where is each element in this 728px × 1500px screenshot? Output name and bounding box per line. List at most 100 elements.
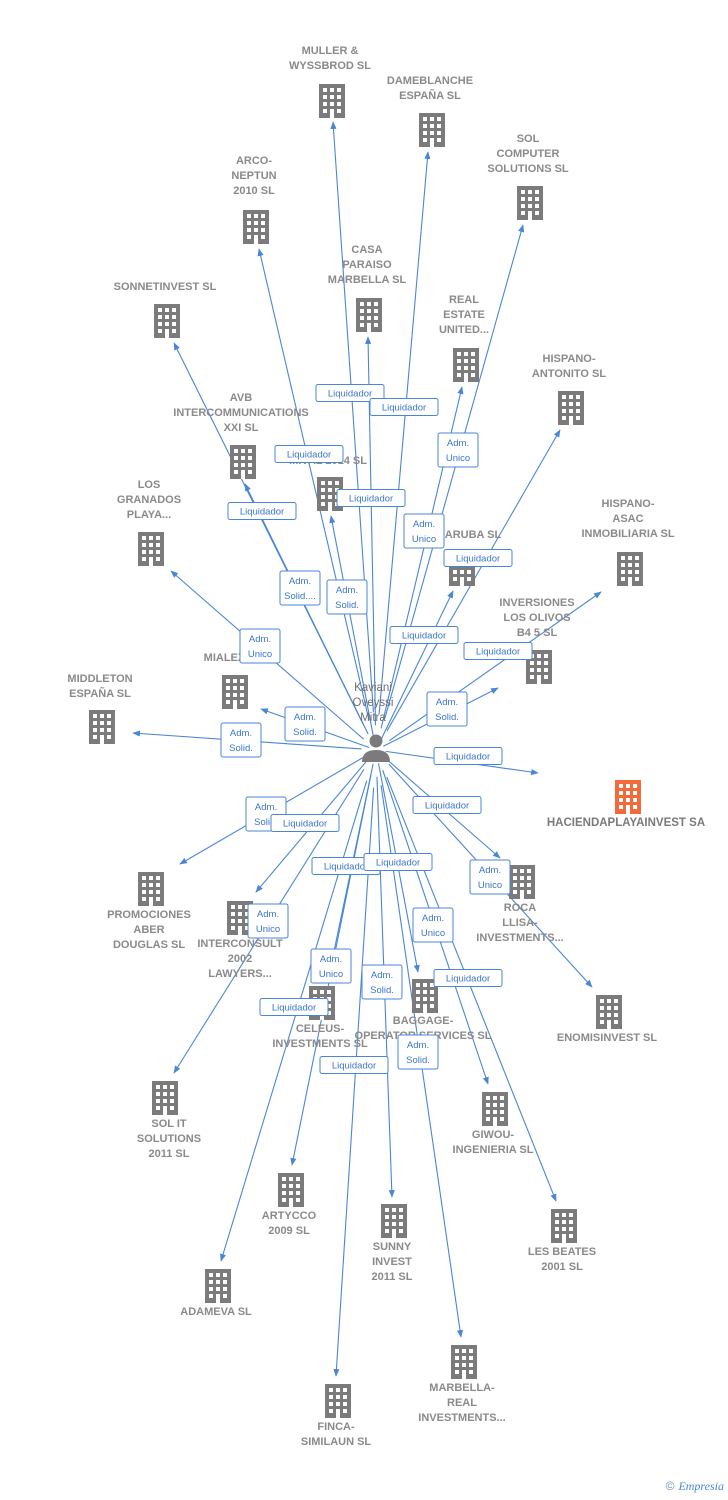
node-label: HACIENDAPLAYAINVEST SA xyxy=(547,817,705,829)
relation-badge-adameva[interactable]: Liquidador xyxy=(259,998,329,1016)
relation-badge-sunny[interactable]: Adm. Solid. xyxy=(361,964,403,1000)
relation-badge-middleton[interactable]: Adm.Solid. xyxy=(220,722,262,758)
badges-layer: LiquidadorLiquidadorLiquidadorLiquidador… xyxy=(220,384,533,1074)
badge-label: Solid. xyxy=(254,817,278,828)
company-node-enomisinvest[interactable]: ENOMISINVEST SL xyxy=(557,995,658,1044)
company-node-marbella-real[interactable]: MARBELLA-REALINVESTMENTS... xyxy=(418,1345,506,1424)
relation-badge-finca[interactable]: Liquidador xyxy=(319,1056,389,1074)
relation-badge-hispano-asac[interactable]: Liquidador xyxy=(463,642,533,660)
badge-label: Adm. xyxy=(422,913,444,924)
relation-badge-artycco[interactable]: Adm.Unico xyxy=(310,948,352,984)
node-label: BAGGAGE- xyxy=(393,1015,454,1027)
company-node-interconsult[interactable]: INTERCONSULT2002LAWYERS... xyxy=(197,901,283,980)
relation-badge-enomisinvest[interactable]: Adm.Unico xyxy=(469,859,511,895)
company-node-sonnetinvest[interactable]: SONNETINVEST SL xyxy=(114,281,217,338)
relation-badge-interconsult[interactable]: Liquidador xyxy=(270,814,340,832)
node-label: INTERCONSULT xyxy=(197,938,283,950)
relation-badge-giwou[interactable]: Adm.Unico xyxy=(412,907,454,943)
node-label: ASAC xyxy=(612,513,643,525)
footer-brand[interactable]: ©Empresia xyxy=(666,1479,724,1494)
relation-badge-los-granados[interactable]: Adm.Unico xyxy=(239,628,281,664)
relation-badge-marbella-real[interactable]: Adm.Solid. xyxy=(397,1034,439,1070)
relation-badge-hispano-antonito[interactable]: Liquidador xyxy=(443,549,513,567)
relation-badge-mialex[interactable]: Adm.Solid. xyxy=(284,706,326,742)
building-icon xyxy=(451,1345,477,1379)
focus-company-node[interactable]: HACIENDAPLAYAINVEST SA xyxy=(547,780,705,829)
company-node-los-granados[interactable]: LOSGRANADOSPLAYA... xyxy=(117,479,181,566)
relation-badge-dameblanche[interactable]: Liquidador xyxy=(369,398,439,416)
company-node-muller[interactable]: MULLER &WYSSBROD SL xyxy=(289,45,371,118)
company-node-celeus[interactable]: CELEUS-INVESTMENTS SL xyxy=(272,986,368,1050)
node-label: MULLER & xyxy=(302,45,359,57)
relation-badge-sol-computer[interactable]: Adm.Unico xyxy=(437,432,479,468)
node-label: B4 5 SL xyxy=(517,627,558,639)
company-node-hispano-antonito[interactable]: HISPANO-ANTONITO SL xyxy=(532,353,606,425)
node-label: SONNETINVEST SL xyxy=(114,281,217,293)
node-label: REAL xyxy=(449,294,479,306)
badge-label: Liquidador xyxy=(324,862,368,873)
node-label: DOUGLAS SL xyxy=(113,939,185,951)
edge-mival xyxy=(329,515,374,737)
company-node-real-estate[interactable]: REALESTATEUNITED... xyxy=(439,294,489,382)
company-node-adameva[interactable]: ADAMEVA SL xyxy=(180,1269,252,1318)
building-icon xyxy=(278,1173,304,1207)
edge-muller xyxy=(330,121,374,713)
node-label: PLAYA... xyxy=(127,509,171,521)
relation-badge-mival[interactable]: Liquidador xyxy=(336,489,406,507)
node-label: AVB xyxy=(230,392,252,404)
badge-label: Solid. xyxy=(370,985,394,996)
relation-badge-avb[interactable]: Adm.Solid.... xyxy=(279,570,321,606)
relation-badge-inversiones[interactable]: Adm.Solid. xyxy=(426,691,468,727)
badge-box xyxy=(284,706,326,742)
badge-label: Adm. xyxy=(371,970,393,981)
relation-badge-sol-it[interactable]: Adm.Unico xyxy=(247,903,289,939)
company-node-roca[interactable]: ROCALLISA-INVESTMENTS... xyxy=(476,865,564,944)
relation-badge-muller[interactable]: Liquidador xyxy=(315,384,385,402)
edge-hispano-asac xyxy=(389,591,602,741)
person-label: Oveyssi xyxy=(353,697,394,709)
relation-badge-focus[interactable]: Liquidador xyxy=(433,747,503,765)
relation-badge-baggage[interactable]: Liquidador xyxy=(363,853,433,871)
badge-label: Liquidador xyxy=(287,450,331,461)
company-node-giwou[interactable]: GIWOU-INGENIERIA SL xyxy=(453,1092,534,1156)
node-label: XXI SL xyxy=(224,422,259,434)
relation-badge-les-beates[interactable]: Liquidador xyxy=(433,969,503,987)
building-icon xyxy=(138,532,164,566)
relation-badge-arco[interactable]: Liquidador xyxy=(274,445,344,463)
edge-finca xyxy=(333,787,375,1377)
badge-box xyxy=(274,445,344,463)
person-icon xyxy=(362,734,390,762)
relation-badge-roca[interactable]: Liquidador xyxy=(412,796,482,814)
badge-box xyxy=(412,907,454,943)
relation-badge-aruba[interactable]: Liquidador xyxy=(389,626,459,644)
relation-badge-real-estate[interactable]: Adm.Unico xyxy=(403,513,445,549)
badge-box xyxy=(437,432,479,468)
node-label: PARAISO xyxy=(342,259,392,271)
node-label: HISPANO- xyxy=(602,498,655,510)
relation-badge-sonnetinvest[interactable]: Liquidador xyxy=(227,502,297,520)
relation-badge-casa-paraiso[interactable]: Adm.Solid. xyxy=(326,579,368,615)
building-icon xyxy=(325,1384,351,1418)
node-label: ROCA xyxy=(504,902,536,914)
node-label: INVERSIONES xyxy=(499,597,574,609)
company-node-aruba[interactable]: ARUBA SL xyxy=(445,529,502,586)
badge-box xyxy=(469,859,511,895)
building-icon xyxy=(230,445,256,479)
company-node-finca[interactable]: FINCA-SIMILAUN SL xyxy=(301,1384,372,1448)
badge-box xyxy=(363,853,433,871)
